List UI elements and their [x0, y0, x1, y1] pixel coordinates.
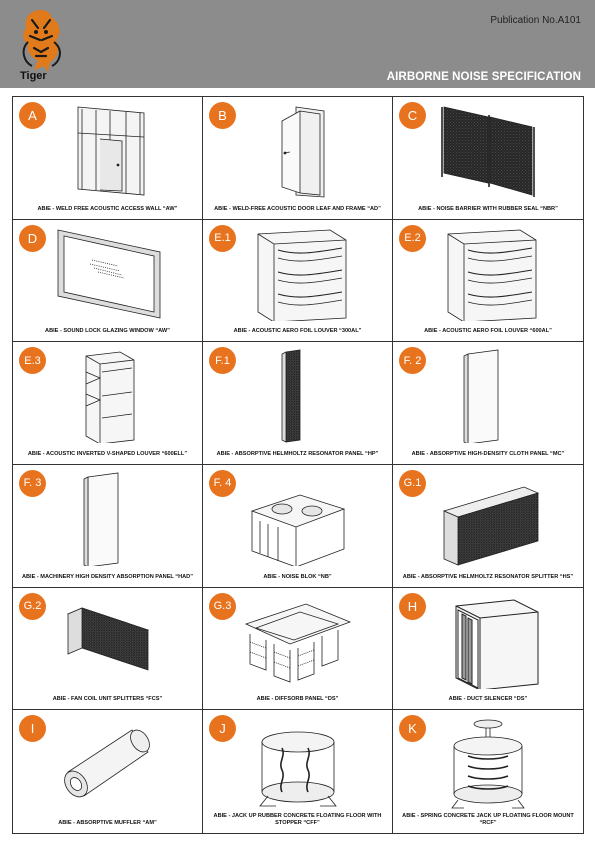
product-cell-i: I ABIE - ABSORPTIVE MUFFLER “AM”: [13, 710, 203, 833]
spring-mount-icon: [451, 719, 525, 809]
product-cell-f4: F. 4 ABIE - NOISE BLOK “NB”: [203, 464, 393, 588]
item-caption: ABIE - WELD-FREE ACOUSTIC DOOR LEAF AND …: [214, 205, 381, 212]
item-caption: ABIE - ABSORPTIVE HELMHOLTZ RESONATOR PA…: [216, 451, 379, 457]
item-caption: ABIE - ACOUSTIC AERO FOIL LOUVER “600AL”: [424, 328, 552, 335]
product-cell-f2: F. 2 ABIE - ABSORPTIVE HIGH-DENSITY CLOT…: [393, 342, 583, 465]
glazing-window-icon: [57, 229, 161, 319]
diffsorb-panel-icon: [244, 603, 352, 683]
page-header: Tiger Publication No.A101 AIRBORNE NOISE…: [0, 0, 595, 88]
aero-foil-louver-icon: [447, 229, 537, 321]
v-shaped-louver-icon: [85, 351, 135, 444]
product-cell-g3: G.3 ABIE - DIFFSORB PANEL “DS”: [203, 587, 393, 711]
product-cell-c: C ABIE - NOISE BARRIER WITH RUBBER SEAL …: [393, 97, 583, 220]
item-caption: ABIE - ABSORPTIVE HIGH-DENSITY CLOTH PAN…: [411, 451, 565, 457]
cloth-panel-icon: [463, 349, 499, 444]
resonator-panel-icon: [281, 349, 301, 443]
fan-coil-splitter-icon: [66, 607, 150, 671]
item-caption: ABIE - MACHINERY HIGH DENSITY ABSORPTION…: [21, 573, 194, 580]
item-badge: E.1: [209, 224, 236, 252]
access-wall-icon: [77, 106, 145, 196]
item-badge: E.2: [399, 224, 426, 252]
item-badge: G.3: [209, 592, 236, 620]
item-badge: K: [399, 715, 426, 743]
item-caption: ABIE - FAN COIL UNIT SPLITTERS “FCS”: [52, 696, 163, 703]
item-badge: F.1: [209, 347, 236, 375]
product-cell-e2: E.2 ABIE - ACOUSTIC AERO FOIL LOUVER “60…: [393, 220, 583, 343]
product-cell-a: A ABIE - WELD FREE ACOUSTIC ACCESS WALL …: [13, 97, 203, 220]
item-badge: G.1: [399, 469, 426, 497]
item-badge: C: [399, 102, 426, 129]
item-badge: F. 3: [19, 469, 46, 497]
product-cell-g1: G.1 ABIE - ABSORPTIVE HELMHOLTZ RESONATO…: [393, 465, 583, 588]
absorption-panel-icon: [83, 472, 119, 566]
product-cell-h: H ABIE - DUCT SILENCER “DS”: [393, 588, 583, 711]
item-caption: ABIE - DIFFSORB PANEL “DS”: [256, 696, 339, 703]
item-badge: F. 4: [209, 469, 236, 497]
product-cell-e3: E.3 ABIE - ACOUSTIC INVERTED V-SHAPED LO…: [13, 342, 203, 465]
floating-floor-icon: [259, 731, 337, 807]
product-cell-e1: E.1 ABIE - ACOUSTIC AERO FOIL LOUVER “30…: [203, 219, 393, 343]
item-caption: ABIE - ABSORPTIVE MUFFLER “AM”: [58, 820, 157, 826]
muffler-icon: [64, 729, 150, 798]
product-cell-f1: F.1 ABIE - ABSORPTIVE HELMHOLTZ RESONATO…: [203, 342, 393, 465]
item-badge: I: [19, 715, 46, 743]
brand-name: Tiger: [20, 70, 47, 82]
item-badge: G.2: [19, 592, 46, 620]
product-cell-b: B ABIE - WELD-FREE ACOUSTIC DOOR LEAF AN…: [203, 97, 393, 220]
aero-foil-louver-icon: [257, 229, 347, 321]
publication-number: Publication No.A101: [490, 15, 581, 26]
product-cell-f3: F. 3 ABIE - MACHINERY HIGH DENSITY ABSOR…: [13, 464, 203, 588]
product-cell-d: D ABIE - SOUND LOCK GLAZING WINDOW “AW”: [13, 219, 203, 343]
product-cell-g2: G.2 ABIE - FAN COIL UNIT SPLITTERS “FCS”: [13, 587, 203, 711]
product-cell-k: K ABIE - SPRING CONCRETE JACK UP FLOATIN…: [393, 710, 583, 833]
item-caption: ABIE - NOISE BLOK “NB”: [263, 573, 332, 580]
item-caption: ABIE - SPRING CONCRETE JACK UP FLOATING …: [402, 813, 574, 826]
resonator-splitter-icon: [442, 486, 540, 566]
item-badge: B: [209, 102, 236, 129]
product-grid: A ABIE - WELD FREE ACOUSTIC ACCESS WALL …: [12, 96, 584, 834]
item-caption: ABIE - ABSORPTIVE HELMHOLTZ RESONATOR SP…: [402, 573, 574, 580]
item-caption: ABIE - ACOUSTIC AERO FOIL LOUVER “300AL”: [233, 328, 362, 335]
page-title: AIRBORNE NOISE SPECIFICATION: [386, 71, 581, 83]
item-badge: F. 2: [399, 347, 426, 375]
item-badge: J: [209, 715, 236, 743]
item-badge: E.3: [19, 347, 46, 375]
duct-silencer-icon: [455, 599, 539, 689]
product-cell-j: J ABIE - JACK UP RUBBER CONCRETE FLOATIN…: [203, 710, 393, 833]
item-caption: ABIE - NOISE BARRIER WITH RUBBER SEAL “N…: [418, 205, 558, 212]
noise-barrier-icon: [441, 106, 535, 197]
item-caption: ABIE - DUCT SILENCER “DS”: [448, 696, 528, 703]
item-badge: D: [19, 224, 46, 252]
item-caption: ABIE - SOUND LOCK GLAZING WINDOW “AW”: [45, 328, 170, 335]
item-caption: ABIE - JACK UP RUBBER CONCRETE FLOATING …: [213, 813, 382, 826]
item-caption: ABIE - WELD FREE ACOUSTIC ACCESS WALL “A…: [37, 205, 178, 212]
noise-blok-icon: [250, 494, 346, 566]
item-caption: ABIE - ACOUSTIC INVERTED V-SHAPED LOUVER…: [27, 451, 188, 457]
tiger-logo-icon: [22, 10, 61, 72]
item-badge: A: [19, 102, 46, 129]
door-leaf-icon: [281, 106, 325, 198]
item-badge: H: [399, 592, 426, 620]
